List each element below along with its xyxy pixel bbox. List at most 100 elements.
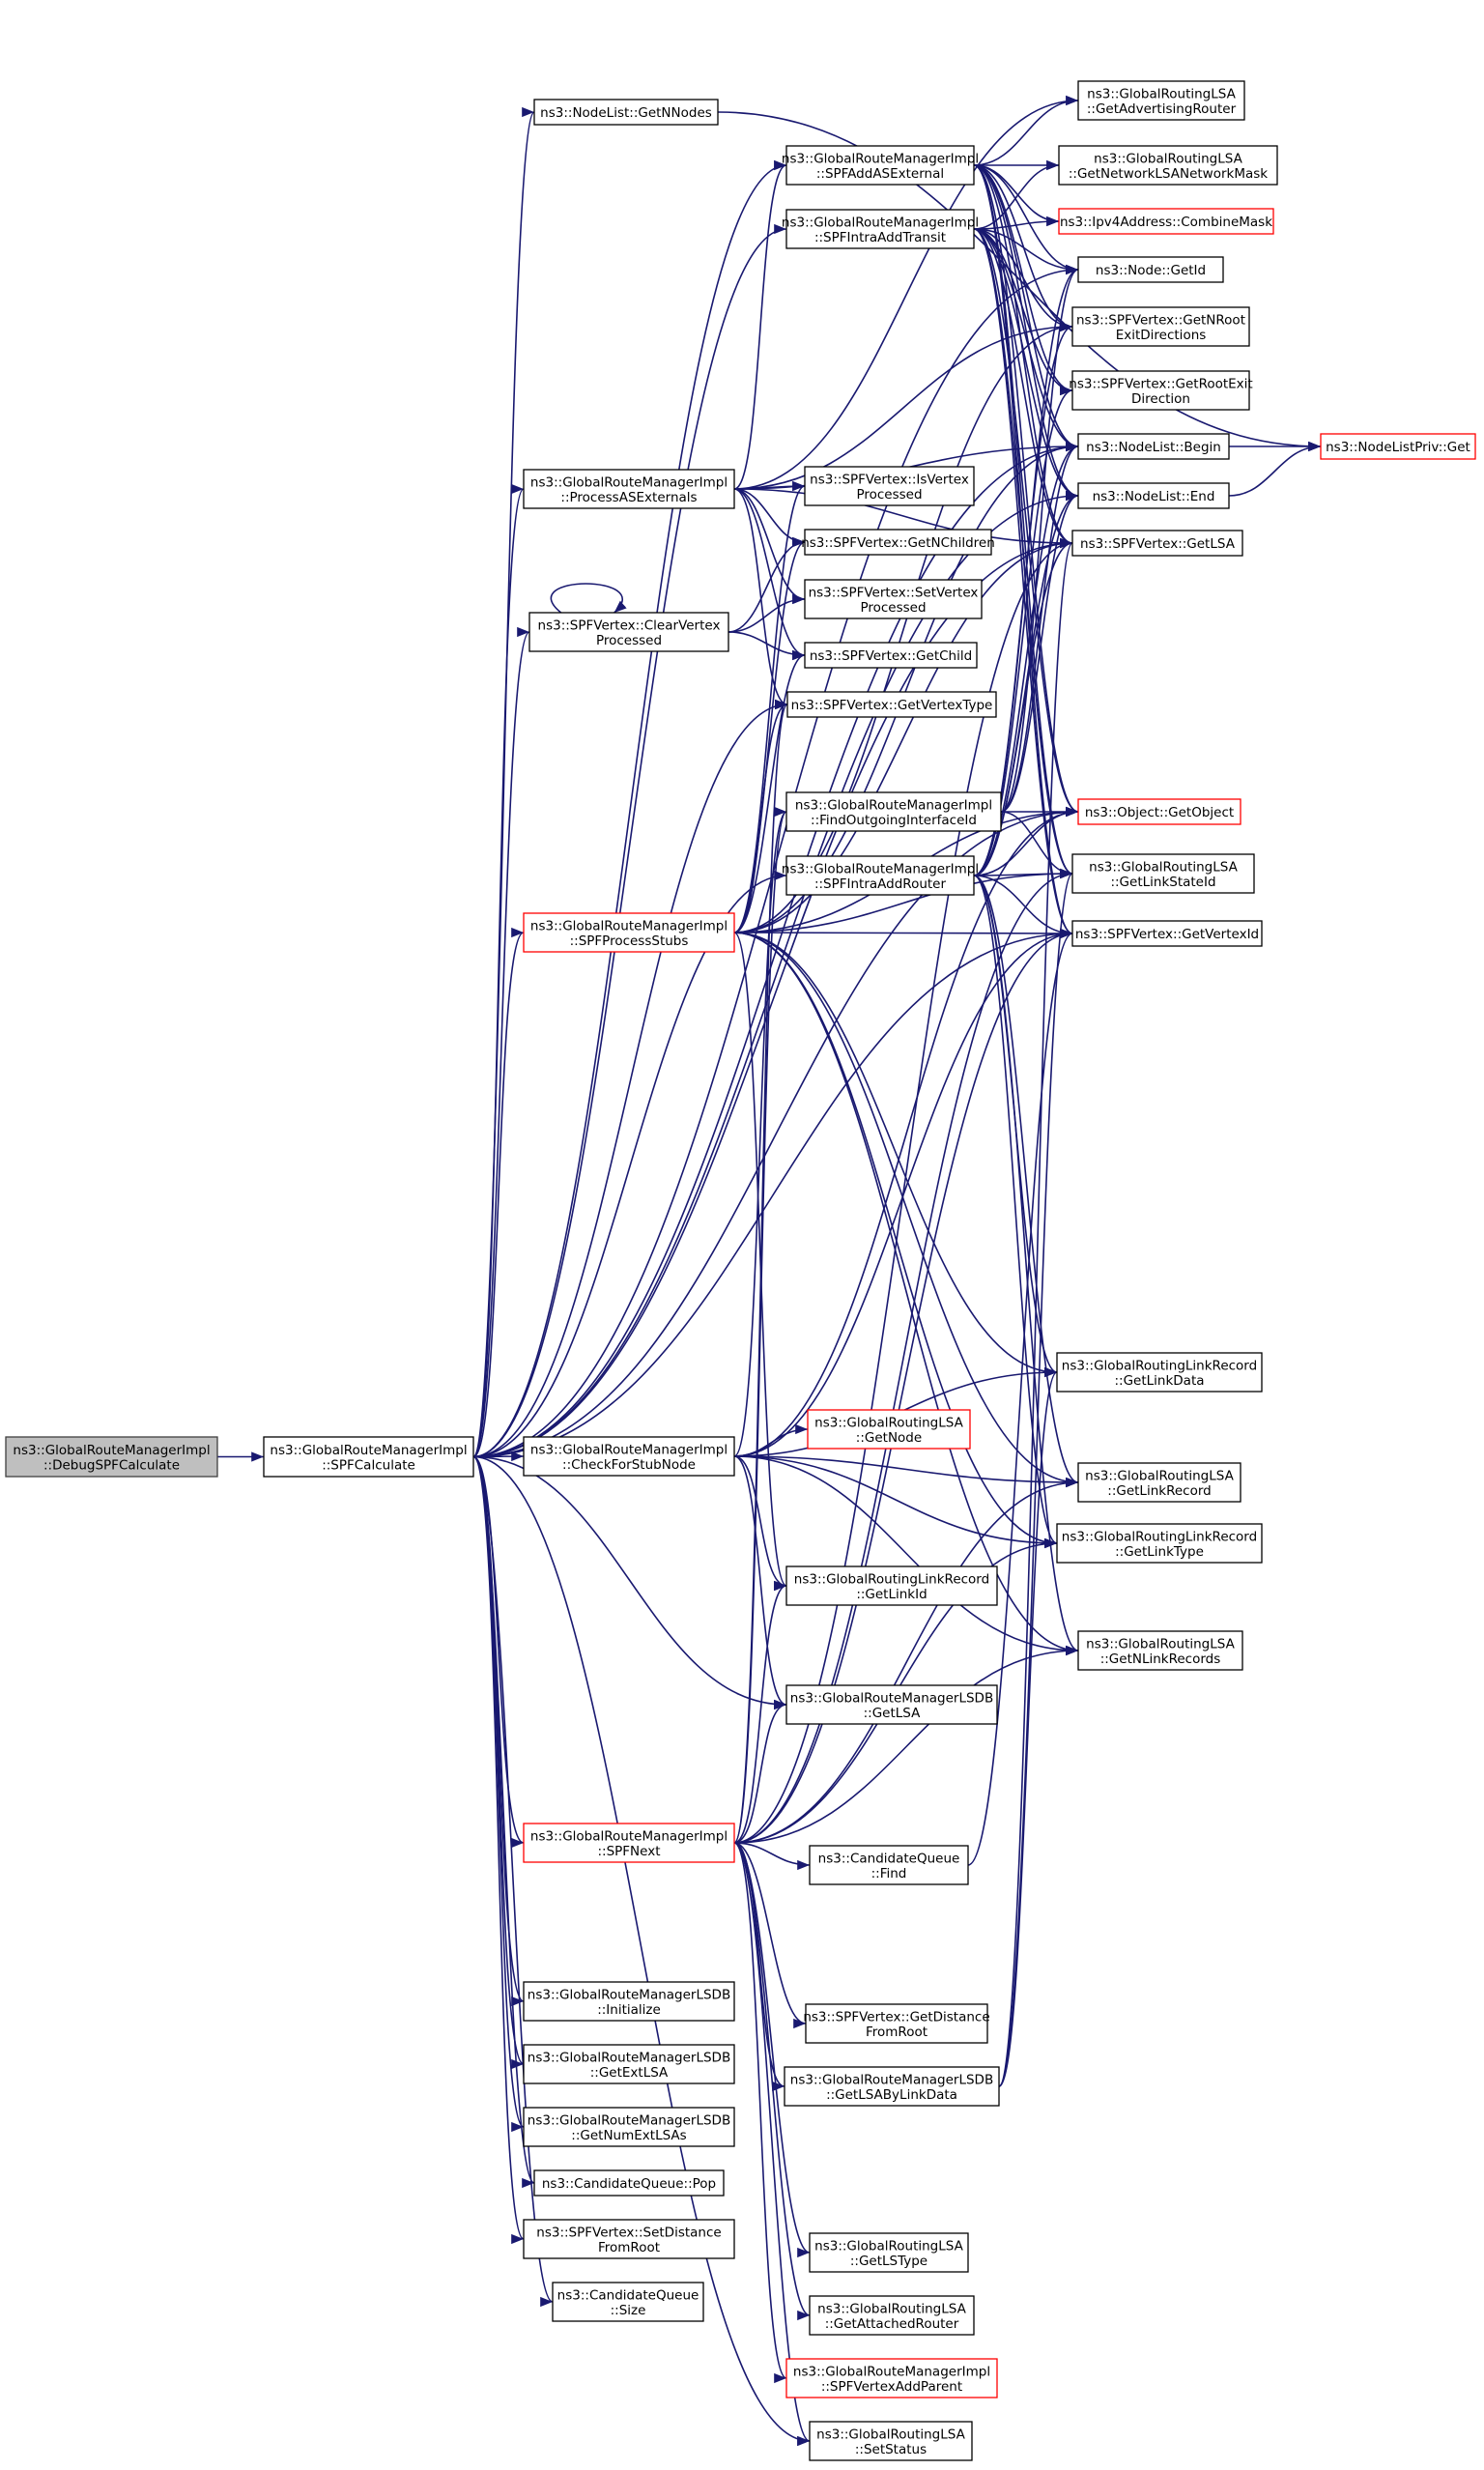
edge-checkstub-to-getlinkid xyxy=(733,1455,787,1592)
node-getnumext[interactable]: ns3::GlobalRouteManagerLSDB::GetNumExtLS… xyxy=(523,2107,735,2147)
node-spfcalc[interactable]: ns3::GlobalRouteManagerImpl::SPFCalculat… xyxy=(263,1436,474,1478)
edge-procas-to-getadvrouter xyxy=(733,95,1079,490)
edge-findout-to-nlend xyxy=(1000,490,1079,813)
node-vgetlsa-label-0: ns3::SPFVertex::GetLSA xyxy=(1080,536,1236,552)
node-nodegetid[interactable]: ns3::Node::GetId xyxy=(1077,256,1224,283)
node-root-label-0: ns3::GlobalRouteManagerImpl xyxy=(13,1443,210,1458)
node-combinemask[interactable]: ns3::Ipv4Address::CombineMask xyxy=(1058,208,1274,235)
node-getlinkstateid-box xyxy=(1071,853,1255,894)
node-getlinktype-box xyxy=(1056,1523,1263,1564)
node-checkstub-label-1: ::CheckForStubNode xyxy=(562,1457,696,1473)
edge-spfcalc-to-clearvp xyxy=(472,627,530,1458)
edge-spfnext-to-getlinkid xyxy=(733,1580,787,1844)
node-transit[interactable]: ns3::GlobalRouteManagerImpl::SPFIntraAdd… xyxy=(782,209,979,249)
node-getlinktype-label-0: ns3::GlobalRoutingLinkRecord xyxy=(1062,1529,1257,1544)
node-asext-label-0: ns3::GlobalRouteManagerImpl xyxy=(782,151,979,166)
node-getattached[interactable]: ns3::GlobalRoutingLSA::GetAttachedRouter xyxy=(809,2295,975,2336)
edge-procas-to-vgetlsa xyxy=(733,488,1073,549)
node-cqfind[interactable]: ns3::CandidateQueue::Find xyxy=(809,1845,969,1885)
node-getlinkdata-label-1: ::GetLinkData xyxy=(1114,1373,1204,1389)
node-getextlsa[interactable]: ns3::GlobalRouteManagerLSDB::GetExtLSA xyxy=(523,2044,735,2084)
node-nlend[interactable]: ns3::NodeList::End xyxy=(1077,482,1230,509)
node-setstatus-label-1: ::SetStatus xyxy=(855,2442,927,2457)
node-getnchildren[interactable]: ns3::SPFVertex::GetNChildren xyxy=(801,529,995,556)
node-setstatus[interactable]: ns3::GlobalRoutingLSA::SetStatus xyxy=(809,2421,973,2461)
node-getvtype[interactable]: ns3::SPFVertex::GetVertexType xyxy=(786,691,997,718)
node-addparent[interactable]: ns3::GlobalRouteManagerImpl::SPFVertexAd… xyxy=(785,2358,998,2398)
node-setvp-box xyxy=(804,579,983,619)
node-setvp-label-0: ns3::SPFVertex::SetVertex xyxy=(809,585,979,600)
edge-transit-to-nodegetid xyxy=(973,228,1079,275)
node-spfcalc-box xyxy=(263,1436,474,1478)
node-lsdbinit[interactable]: ns3::GlobalRouteManagerLSDB::Initialize xyxy=(523,1981,735,2022)
node-procas[interactable]: ns3::GlobalRouteManagerImpl::ProcessASEx… xyxy=(523,469,735,509)
node-findout[interactable]: ns3::GlobalRouteManagerImpl::FindOutgoin… xyxy=(785,791,1002,832)
node-getdist-label-1: FromRoot xyxy=(866,2025,928,2040)
node-root-box xyxy=(5,1436,218,1478)
node-asext[interactable]: ns3::GlobalRouteManagerImpl::SPFAddASExt… xyxy=(782,145,979,186)
node-getnlinkrecords[interactable]: ns3::GlobalRoutingLSA::GetNLinkRecords xyxy=(1077,1630,1243,1671)
node-getnetmask[interactable]: ns3::GlobalRoutingLSA::GetNetworkLSANetw… xyxy=(1058,145,1278,186)
node-getnnodes[interactable]: ns3::NodeList::GetNNodes xyxy=(533,99,719,126)
node-getobject[interactable]: ns3::Object::GetObject xyxy=(1077,798,1241,825)
node-setdist-label-0: ns3::SPFVertex::SetDistance xyxy=(536,2225,721,2240)
edge-procas-to-getnrootexit xyxy=(733,321,1073,490)
edge-stubs-to-getlinkdata xyxy=(733,932,1058,1378)
node-addrouter[interactable]: ns3::GlobalRouteManagerImpl::SPFIntraAdd… xyxy=(782,855,979,896)
node-getlinktype[interactable]: ns3::GlobalRoutingLinkRecord::GetLinkTyp… xyxy=(1056,1523,1263,1564)
node-checkstub[interactable]: ns3::GlobalRouteManagerImpl::CheckForStu… xyxy=(523,1436,735,1477)
node-getlinkdata[interactable]: ns3::GlobalRoutingLinkRecord::GetLinkDat… xyxy=(1056,1352,1263,1393)
node-lsabylink[interactable]: ns3::GlobalRouteManagerLSDB::GetLSAByLin… xyxy=(784,2066,1000,2107)
node-getlinkid-label-0: ns3::GlobalRoutingLinkRecord xyxy=(794,1571,989,1587)
node-nlprivget[interactable]: ns3::NodeListPriv::Get xyxy=(1320,433,1476,460)
edge-spfcalc-to-stubs xyxy=(472,928,525,1458)
edge-spfcalc-to-getextlsa xyxy=(472,1455,525,2069)
node-lsdbgetlsa-label-1: ::GetLSA xyxy=(864,1706,921,1721)
node-getnrootexit-box xyxy=(1071,306,1250,347)
node-spfnext[interactable]: ns3::GlobalRouteManagerImpl::SPFNext xyxy=(523,1823,735,1863)
node-getlinkstateid-label-1: ::GetLinkStateId xyxy=(1110,875,1215,890)
node-nlbegin-label-0: ns3::NodeList::Begin xyxy=(1086,440,1221,455)
node-stubs-box xyxy=(523,912,735,953)
node-lsdbgetlsa[interactable]: ns3::GlobalRouteManagerLSDB::GetLSA xyxy=(785,1684,998,1725)
node-clearvp-label-1: Processed xyxy=(596,633,662,648)
edge-spfcalc-to-lsdbgetlsa xyxy=(472,1455,787,1710)
edge-clearvp-to-clearvp xyxy=(550,583,627,614)
node-setdist-label-1: FromRoot xyxy=(598,2240,660,2255)
node-nlbegin[interactable]: ns3::NodeList::Begin xyxy=(1077,433,1230,460)
node-cqsize[interactable]: ns3::CandidateQueue::Size xyxy=(552,2282,704,2322)
edge-spfnext-to-getnlinkrecords xyxy=(733,1645,1079,1844)
edge-stubs-to-getlinkrecord xyxy=(733,932,1079,1488)
edge-spfnext-to-getdist xyxy=(733,1842,807,2029)
call-graph-nodes: ns3::GlobalRouteManagerImpl::DebugSPFCal… xyxy=(5,80,1476,2461)
node-getlinkid[interactable]: ns3::GlobalRoutingLinkRecord::GetLinkId xyxy=(785,1565,998,1606)
node-getlinkstateid[interactable]: ns3::GlobalRoutingLSA::GetLinkStateId xyxy=(1071,853,1255,894)
node-getlinkrecord[interactable]: ns3::GlobalRoutingLSA::GetLinkRecord xyxy=(1077,1462,1241,1503)
node-root[interactable]: ns3::GlobalRouteManagerImpl::DebugSPFCal… xyxy=(5,1436,218,1478)
node-cqpop[interactable]: ns3::CandidateQueue::Pop xyxy=(533,2169,725,2197)
edge-spfnext-to-lsdbgetlsa xyxy=(733,1699,787,1844)
edge-spfcalc-to-addrouter xyxy=(472,870,787,1458)
node-lsagetnode[interactable]: ns3::GlobalRoutingLSA::GetNode xyxy=(807,1409,971,1450)
node-getlstype-label-0: ns3::GlobalRoutingLSA xyxy=(814,2238,963,2254)
node-getchild[interactable]: ns3::SPFVertex::GetChild xyxy=(804,642,978,669)
node-getvertexid[interactable]: ns3::SPFVertex::GetVertexId xyxy=(1071,920,1263,947)
edge-procas-to-asext xyxy=(733,160,787,490)
node-asext-box xyxy=(785,145,975,186)
node-vgetlsa[interactable]: ns3::SPFVertex::GetLSA xyxy=(1071,530,1243,557)
node-lsdbgetlsa-box xyxy=(785,1684,998,1725)
node-combinemask-box xyxy=(1058,208,1274,235)
node-getattached-label-1: ::GetAttachedRouter xyxy=(825,2316,959,2332)
edge-spfcalc-to-procas xyxy=(472,484,525,1458)
node-getlstype[interactable]: ns3::GlobalRoutingLSA::GetLSType xyxy=(809,2232,969,2273)
node-stubs[interactable]: ns3::GlobalRouteManagerImpl::SPFProcessS… xyxy=(523,912,735,953)
node-getadvrouter[interactable]: ns3::GlobalRoutingLSA::GetAdvertisingRou… xyxy=(1077,80,1245,121)
